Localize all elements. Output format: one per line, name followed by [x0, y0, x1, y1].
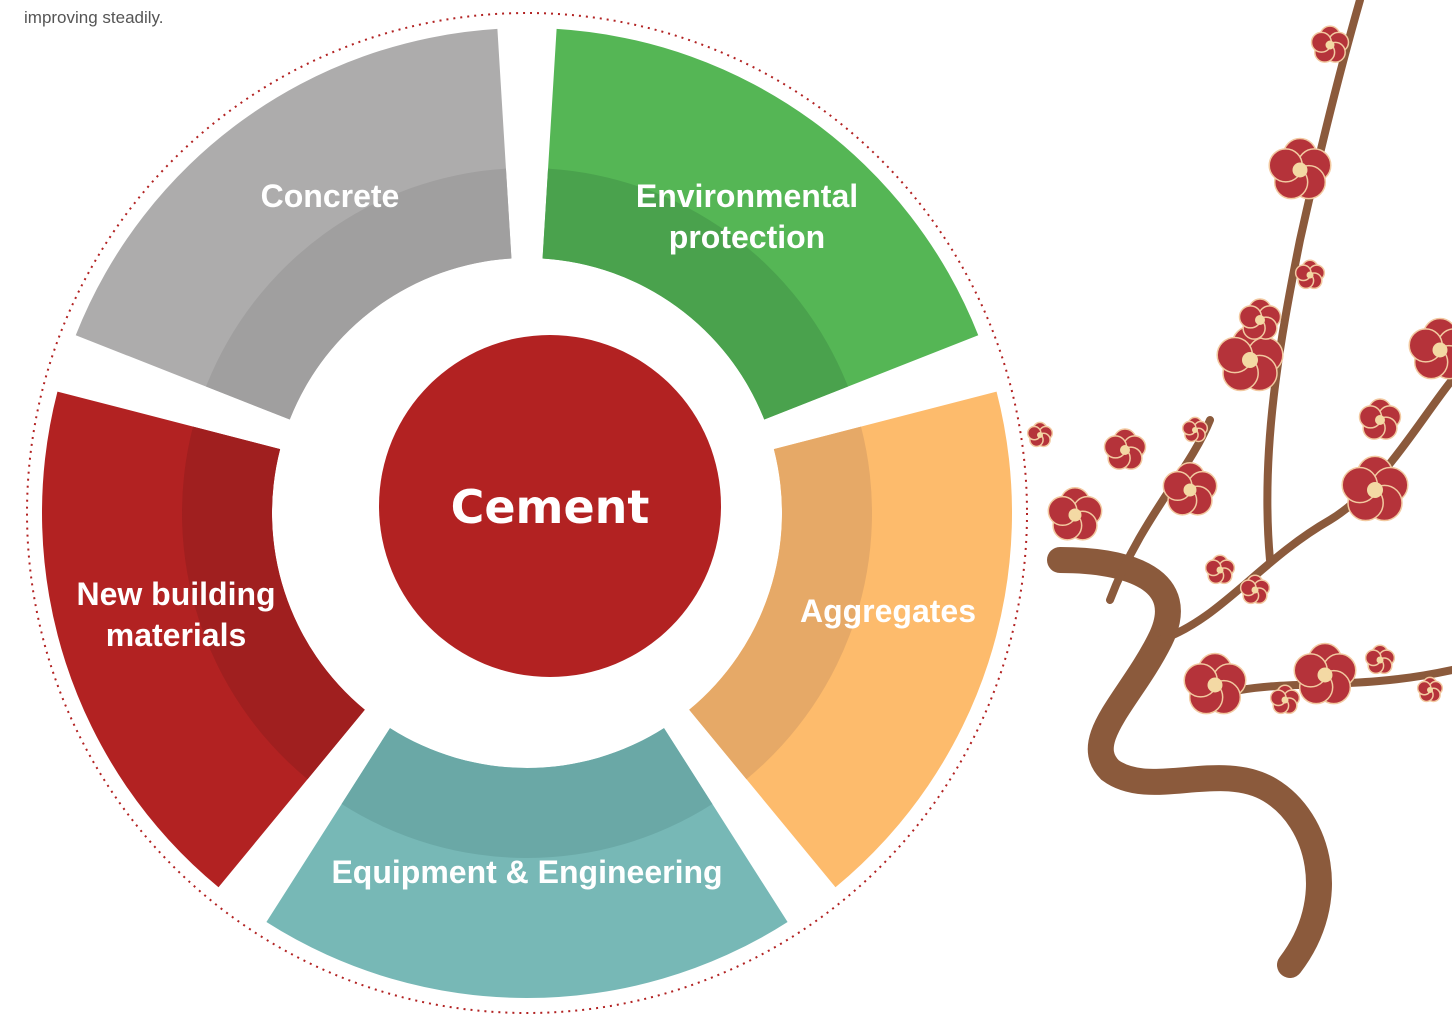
segment-label-line: Aggregates — [800, 593, 976, 629]
segment-aggregates-label: Aggregates — [800, 593, 976, 629]
blossom-icon — [1204, 554, 1236, 585]
segment-label-line: protection — [669, 219, 825, 255]
blossom-icon — [1239, 574, 1271, 605]
segment-concrete: Concrete — [75, 28, 512, 420]
center-hub-disc — [379, 335, 721, 677]
segment-environmental-protection-label: Environmental protection — [636, 178, 858, 255]
branch-stem — [1156, 376, 1452, 644]
branch-stem — [1263, 0, 1364, 564]
segment-aggregates-outer — [689, 391, 1012, 888]
blossom-icon — [1358, 398, 1402, 440]
plum-blossom-branch-illustration — [1026, 0, 1452, 978]
intro-text: improving steadily. — [24, 8, 164, 27]
segment-label-line: New building — [76, 576, 275, 612]
blossom-icon — [1269, 684, 1301, 715]
blossom-icon — [1294, 259, 1326, 290]
center-hub: Cement — [345, 324, 721, 688]
segment-ring: Concrete Environmental protectionAggregate… — [42, 28, 1012, 998]
segment-label-line: Equipment & Engineering — [331, 854, 722, 890]
segment-aggregates: Aggregates — [689, 391, 1012, 888]
blossom-icon — [1026, 421, 1054, 448]
branch-stem — [1047, 547, 1332, 978]
segment-new-building-materials-label: New building materials — [76, 576, 275, 653]
segment-equipment-engineering: Equipment & Engineering — [266, 728, 788, 998]
center-label: Cement — [451, 480, 650, 534]
blossom-icon — [1162, 461, 1218, 516]
segment-aggregates-inner-band — [689, 426, 872, 780]
blossom-icon — [1268, 137, 1332, 200]
outer-dotted-ring — [26, 12, 1028, 1014]
blossom-icon — [1416, 676, 1444, 703]
blossom-icon — [1293, 642, 1357, 705]
segment-concrete-inner-band — [206, 168, 512, 420]
blossom-icon — [1103, 428, 1147, 470]
segment-new-building-materials: New building materials — [42, 391, 365, 888]
blossom-icon — [1181, 416, 1209, 443]
blossom-icon — [1341, 455, 1409, 522]
segment-label-line: materials — [106, 617, 247, 653]
segment-concrete-outer — [75, 28, 512, 420]
segment-concrete-label: Concrete — [261, 178, 400, 214]
blossom-icon — [1238, 298, 1282, 340]
segment-equipment-engineering-inner-band — [341, 728, 713, 858]
segment-equipment-engineering-label: Equipment & Engineering — [331, 854, 722, 890]
segment-new-building-materials-outer — [42, 391, 365, 888]
segment-environmental-protection-inner-band — [542, 168, 848, 420]
blossom-icon — [1047, 486, 1103, 541]
segment-environmental-protection-outer — [542, 28, 979, 420]
segment-new-building-materials-inner-band — [181, 426, 365, 780]
blossom-icon — [1216, 325, 1284, 392]
segment-environmental-protection: Environmental protection — [542, 28, 979, 420]
blossom-icon — [1408, 317, 1452, 380]
segment-label-line: Concrete — [261, 178, 400, 214]
blossom-icon — [1183, 652, 1247, 715]
blossom-icon — [1364, 644, 1396, 675]
blossom-icon — [1310, 25, 1350, 63]
segment-label-line: Environmental — [636, 178, 858, 214]
